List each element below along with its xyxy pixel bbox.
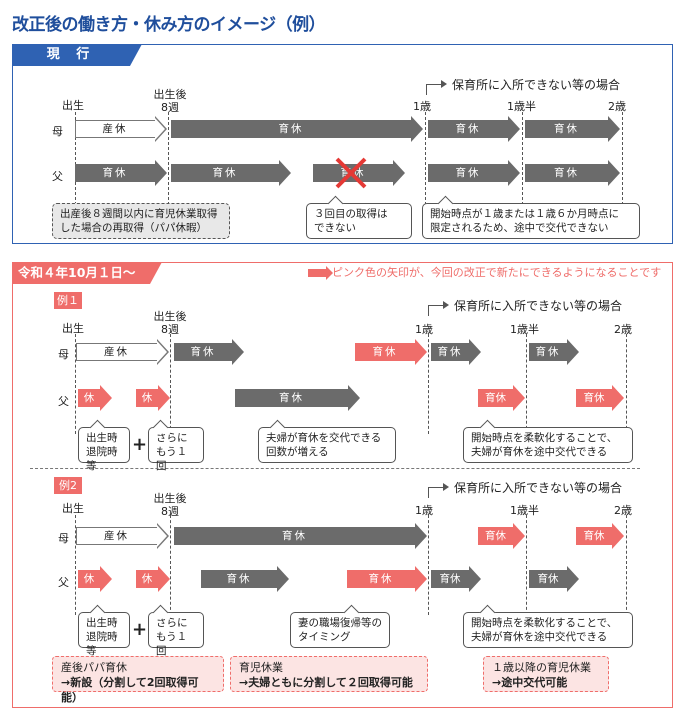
plus-icon: + <box>132 434 148 455</box>
father-childcare-arrow: 育休 <box>529 566 579 592</box>
father-row-label: 父 <box>52 170 63 183</box>
one-half-year-label: 1歳半 <box>510 504 539 517</box>
eight-weeks-label: 8週 <box>161 101 179 114</box>
two-year-line <box>626 334 627 434</box>
papa-leave-arrow-2: 休 <box>136 566 170 592</box>
father-childcare-arrow: 育休 <box>428 160 520 186</box>
after-one-year-summary: １歳以降の育児休業→途中交代可能 <box>483 656 609 692</box>
bend-arrow-icon <box>426 80 447 95</box>
plus-icon: + <box>132 619 148 640</box>
one-year-line <box>428 515 429 615</box>
one-half-year-line <box>522 112 523 230</box>
maternity-leave-arrow: 産休 <box>76 523 169 549</box>
one-year-line <box>428 334 429 434</box>
birth-line <box>75 334 76 434</box>
mother-row-label: 母 <box>52 125 63 138</box>
two-year-label: 2歳 <box>608 100 626 113</box>
birth-line <box>75 515 76 615</box>
page-title: 改正後の働き方・休み方のイメージ（例） <box>12 15 326 35</box>
flexible-start-callout: 開始時点を柔軟化することで、夫婦が育休を途中交代できる <box>463 612 633 648</box>
start-point-callout: 開始時点が１歳または１歳６か月時点に限定されるため、途中で交代できない <box>422 203 640 239</box>
childcare-leave-arrow: 育休 <box>171 116 423 142</box>
one-half-year-line <box>526 334 527 434</box>
father-row-label: 父 <box>58 395 69 408</box>
swap-count-callout: 夫婦が育休を交代できる回数が増える <box>258 427 396 463</box>
papa-leave-arrow-1: 休 <box>78 566 112 592</box>
new-father-childcare-arrow: 育休 <box>478 385 525 411</box>
eight-weeks-line <box>168 112 169 230</box>
childcare-leave-arrow: 育休 <box>525 116 620 142</box>
after-birth-label: 出生後 <box>153 492 187 505</box>
childcare-leave-arrow: 育休 <box>428 116 520 142</box>
one-half-year-label: 1歳半 <box>507 100 536 113</box>
eight-weeks-line <box>170 515 171 615</box>
father-row-label: 父 <box>58 576 69 589</box>
two-year-line <box>622 112 623 230</box>
father-childcare-arrow: 育休 <box>75 160 167 186</box>
after-birth-label: 出生後 <box>153 310 187 323</box>
bend-arrow-icon <box>428 301 449 316</box>
new-childcare-leave-arrow: 育休 <box>478 523 525 549</box>
birth-label: 出生 <box>62 322 84 335</box>
birth-discharge-callout: 出生時退院時等 <box>78 612 130 657</box>
nursery-note: 保育所に入所できない等の場合 <box>454 299 623 313</box>
pink-arrow-icon <box>308 266 333 280</box>
new-father-childcare-arrow: 育休 <box>347 566 427 592</box>
eight-weeks-label: 8週 <box>161 505 179 518</box>
one-year-label: 1歳 <box>415 504 433 517</box>
eight-weeks-label: 8週 <box>161 323 179 336</box>
bend-arrow-icon <box>428 483 449 498</box>
father-childcare-arrow: 育休 <box>235 385 360 411</box>
new-tab: 令和４年10月１日～ <box>12 262 162 284</box>
eight-weeks-line <box>170 334 171 434</box>
one-year-label: 1歳 <box>413 100 431 113</box>
another-once-callout: さらにもう１回 <box>148 427 204 472</box>
childcare-leave-arrow: 育休 <box>529 339 579 365</box>
new-section-frame <box>12 262 673 708</box>
current-tab: 現 行 <box>12 44 142 66</box>
two-year-line <box>626 515 627 615</box>
new-father-childcare-arrow: 育休 <box>576 385 624 411</box>
one-half-year-line <box>526 515 527 615</box>
childcare-leave-arrow: 育休 <box>431 339 481 365</box>
childcare-leave-summary: 育児休業→夫婦ともに分割して２回取得可能 <box>230 656 428 692</box>
one-year-label: 1歳 <box>415 323 433 336</box>
example-separator <box>30 468 640 469</box>
example-1-label: 例１ <box>54 292 82 309</box>
maternity-leave-arrow: 産休 <box>75 116 167 142</box>
childcare-leave-arrow: 育休 <box>174 339 244 365</box>
current-section-frame <box>12 44 673 244</box>
mother-row-label: 母 <box>58 532 69 545</box>
childcare-leave-arrow: 育休 <box>174 523 427 549</box>
papa-leave-callout: 出産後８週間以内に育児休業取得した場合の再取得（パパ休暇） <box>52 203 230 239</box>
papa-leave-arrow-1: 休 <box>78 385 112 411</box>
father-childcare-arrow: 育休 <box>525 160 620 186</box>
new-childcare-leave-arrow: 育休 <box>355 339 427 365</box>
birth-discharge-callout: 出生時退院時等 <box>78 427 130 472</box>
birth-label: 出生 <box>62 502 84 515</box>
pink-arrow-note: ピンク色の矢印が、今回の改正で新たにできるようになることです <box>308 264 661 280</box>
papa-leave-arrow-2: 休 <box>136 385 170 411</box>
father-childcare-arrow: 育休 <box>171 160 291 186</box>
return-to-work-callout: 妻の職場復帰等のタイミング <box>290 612 390 648</box>
after-birth-label: 出生後 <box>153 88 187 101</box>
prohibited-cross-icon <box>335 157 367 189</box>
third-leave-callout: ３回目の取得はできない <box>306 203 412 239</box>
papa-leave-summary: 産後パパ育休→新設（分割して2回取得可能） <box>52 656 224 704</box>
father-childcare-arrow: 育休 <box>431 566 481 592</box>
new-childcare-leave-arrow: 育休 <box>576 523 624 549</box>
two-year-label: 2歳 <box>614 323 632 336</box>
maternity-leave-arrow: 産休 <box>76 339 169 365</box>
example-2-label: 例2 <box>54 477 82 494</box>
father-childcare-arrow: 育休 <box>201 566 289 592</box>
nursery-note: 保育所に入所できない等の場合 <box>454 481 623 495</box>
birth-label: 出生 <box>62 99 84 112</box>
mother-row-label: 母 <box>58 348 69 361</box>
nursery-note: 保育所に入所できない等の場合 <box>452 78 621 92</box>
one-year-line <box>425 112 426 230</box>
two-year-label: 2歳 <box>614 504 632 517</box>
flexible-start-callout: 開始時点を柔軟化することで、夫婦が育休を途中交代できる <box>463 427 633 463</box>
another-once-callout: さらにもう１回 <box>148 612 204 657</box>
one-half-year-label: 1歳半 <box>510 323 539 336</box>
